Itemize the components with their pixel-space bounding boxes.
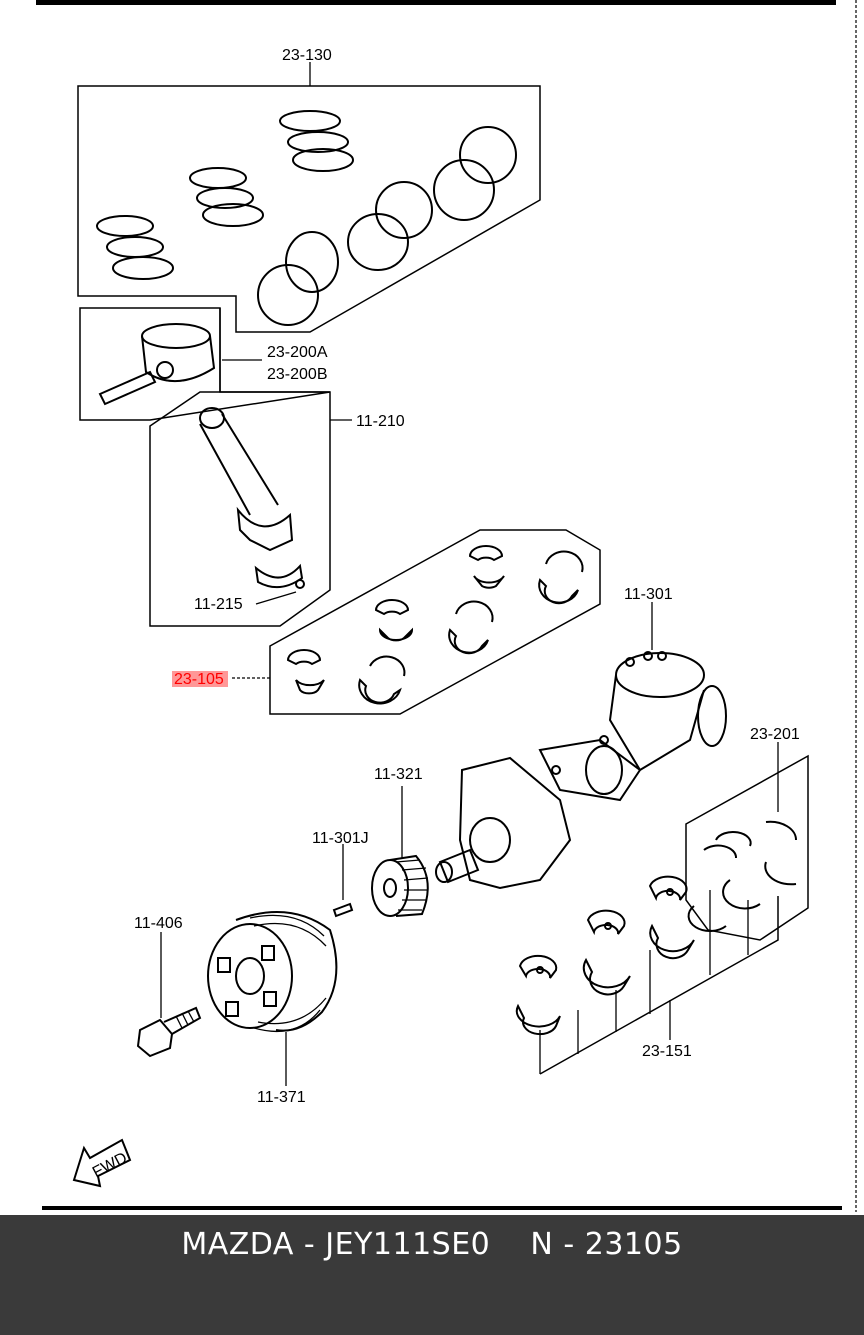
main-bearing-set: 23-151	[515, 875, 779, 1075]
label-11-301j: 11-301J	[312, 830, 369, 847]
label-11-210: 11-210	[356, 413, 405, 430]
parts-diagram: 23-130 23-200A 23-200B 11-210 11-215	[36, 0, 857, 1212]
label-23-201: 23-201	[750, 726, 800, 743]
footer-bar: MAZDA - JEY111SE0 N - 23105	[0, 1215, 864, 1335]
woodruff-key: 11-301J	[312, 830, 369, 918]
label-23-105: 23-105	[174, 671, 224, 688]
label-23-130: 23-130	[282, 47, 332, 64]
crankshaft: 11-301	[435, 586, 727, 890]
label-23-151: 23-151	[642, 1043, 692, 1060]
label-23-200a: 23-200A	[267, 344, 328, 361]
label-11-371: 11-371	[257, 1089, 306, 1106]
label-11-215: 11-215	[194, 596, 243, 613]
label-23-200b: 23-200B	[267, 366, 328, 383]
top-border	[36, 0, 836, 5]
timing-sprocket: 11-321	[371, 766, 429, 917]
label-11-321: 11-321	[374, 766, 423, 783]
crankshaft-pulley: 11-371	[207, 911, 338, 1106]
footer-part-reference: MAZDA - JEY111SE0 N - 23105	[181, 1227, 683, 1262]
label-11-301: 11-301	[624, 586, 673, 603]
pulley-bolt: 11-406	[134, 915, 202, 1058]
label-11-406: 11-406	[134, 915, 183, 932]
conrod-bearing-set: 23-105	[172, 529, 601, 715]
piston-ring-set: 23-130	[77, 47, 541, 333]
label-highlight	[172, 671, 228, 687]
forward-arrow-icon: FWD	[72, 1138, 132, 1188]
thrust-bearing-set: 23-201	[685, 726, 809, 941]
bottom-border	[42, 1206, 842, 1210]
connecting-rod-assembly: 11-210 11-215	[149, 391, 405, 627]
